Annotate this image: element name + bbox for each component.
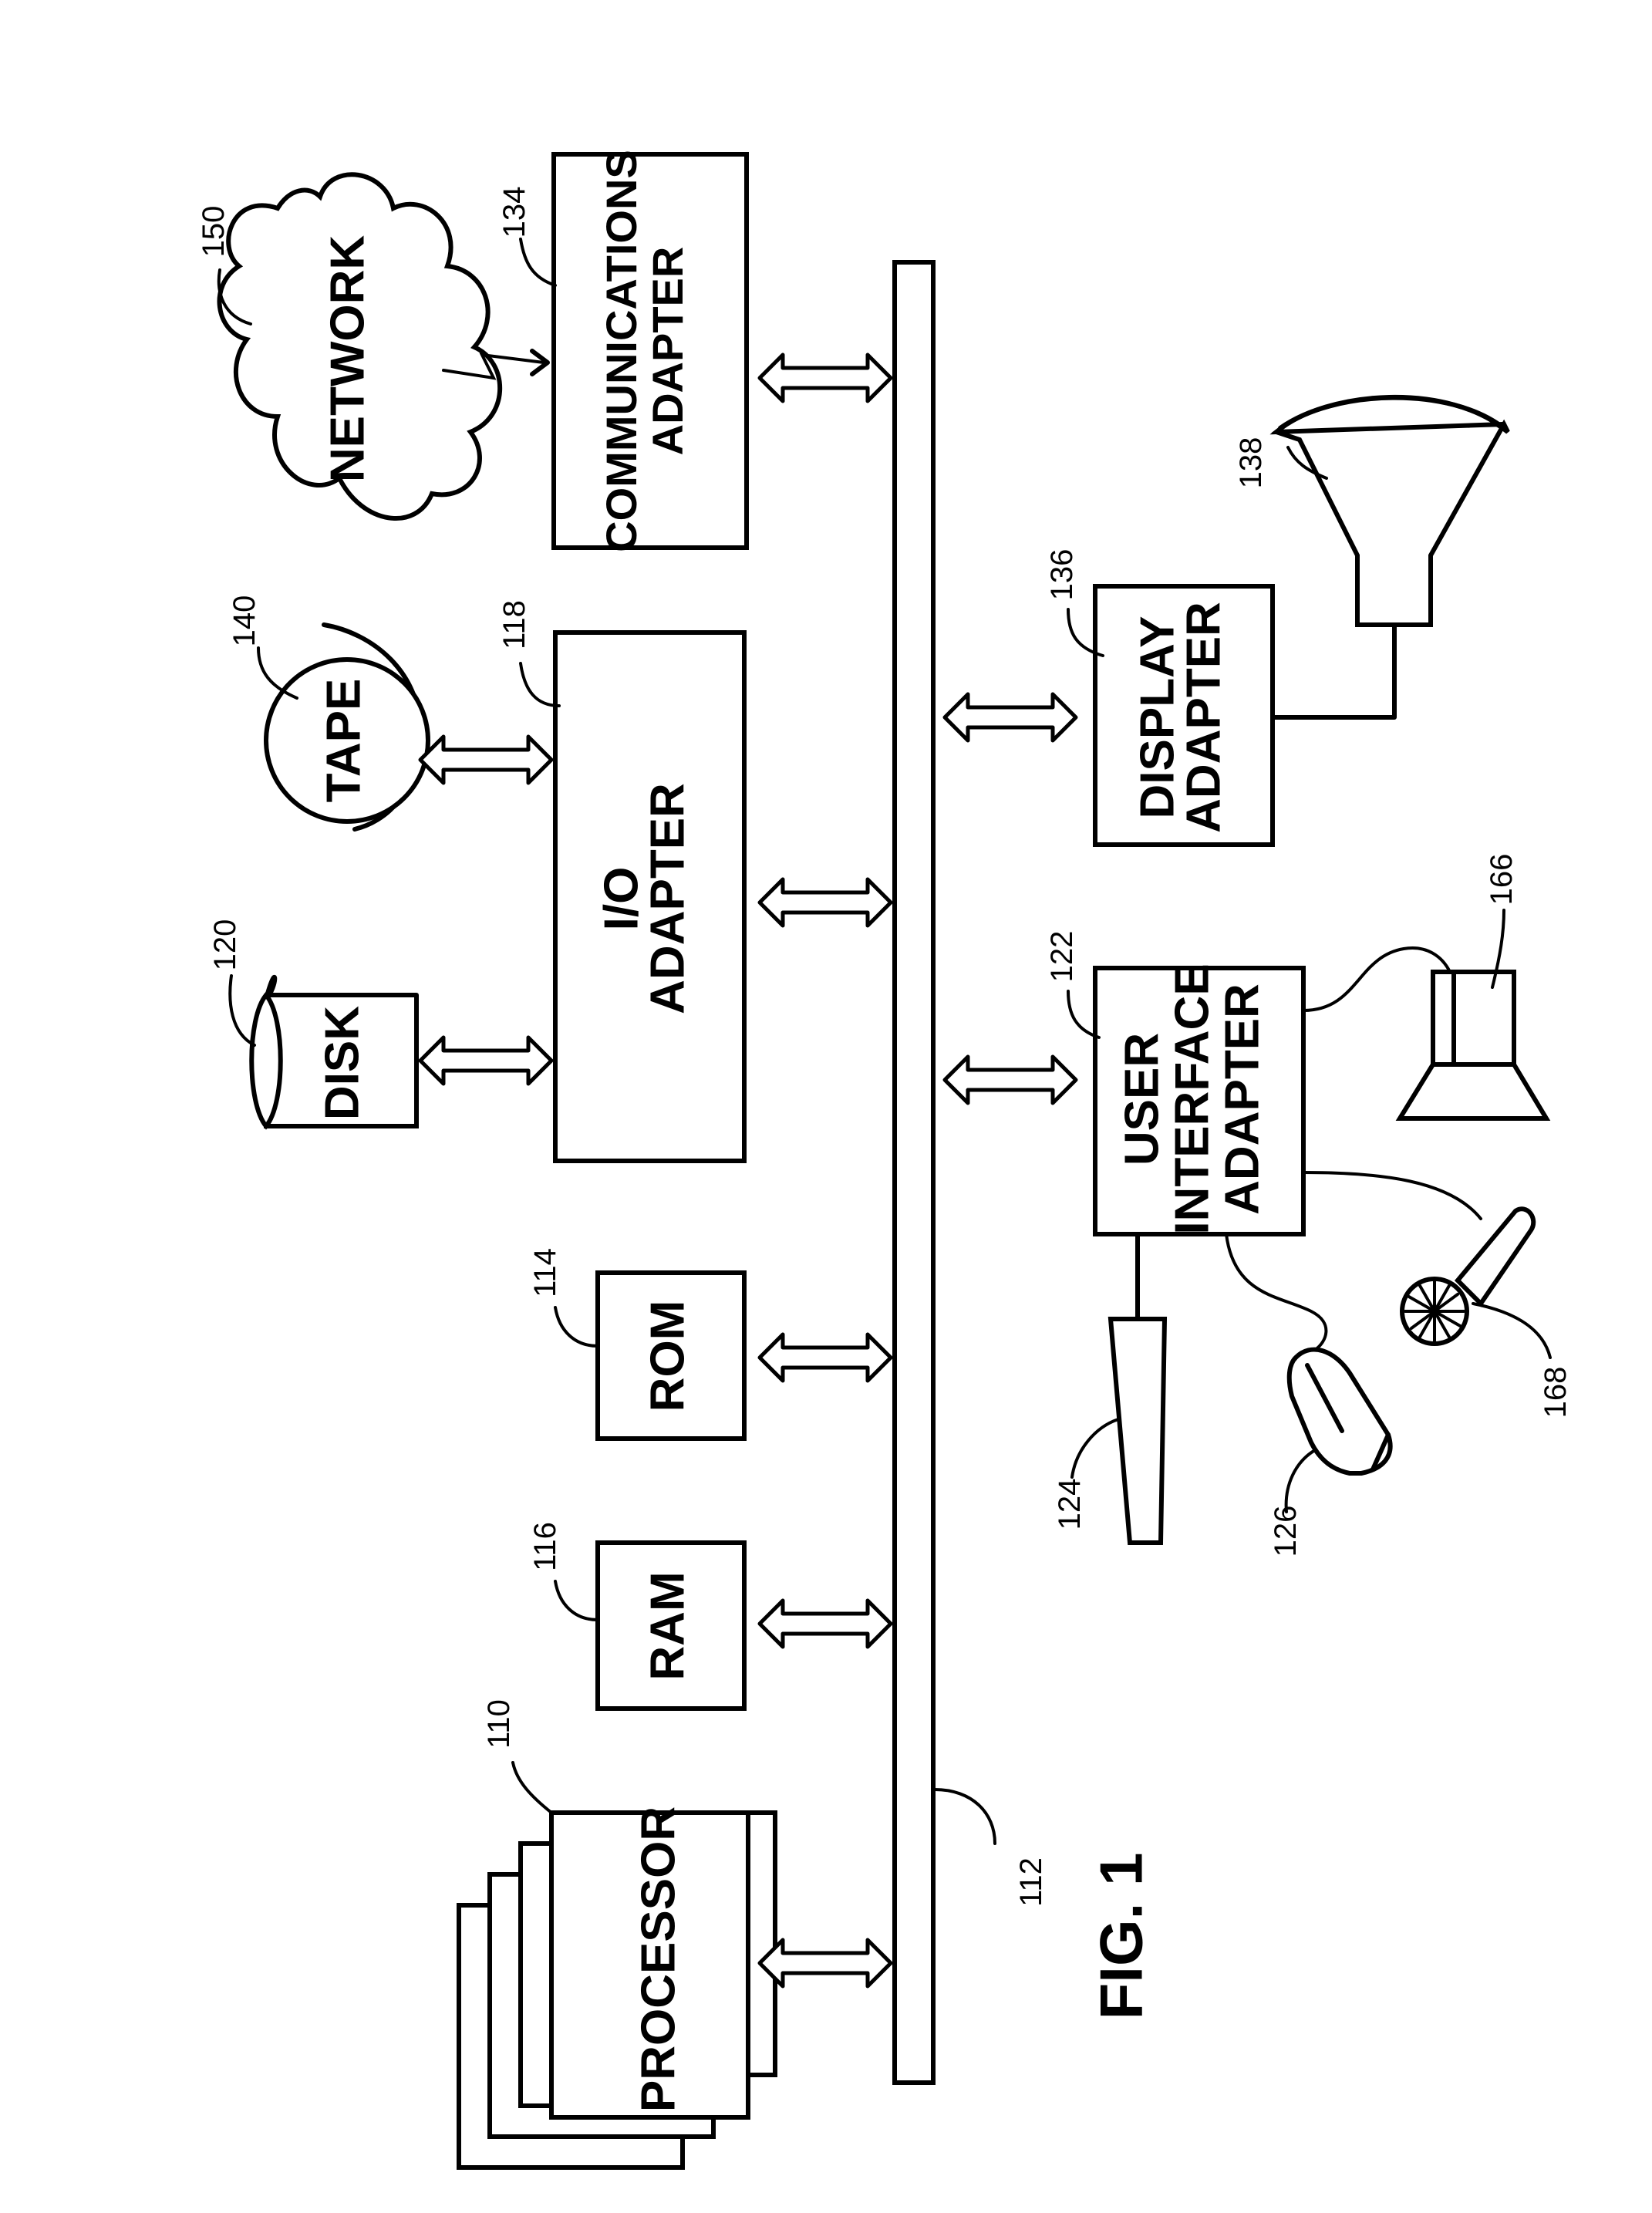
processor-stack: PROCESSOR [459,1806,775,2167]
io-adapter-line1: I/O [595,867,648,931]
display-adapter-bus-arrow [945,694,1076,740]
ram-block: RAM [598,1543,744,1709]
rom-label: ROM [641,1300,694,1412]
io-adapter-line2: ADAPTER [641,783,694,1014]
processor-bus-arrow [760,1940,891,1986]
display-adapter-line1: DISPLAY [1131,616,1184,818]
tape-icon: TAPE [266,625,428,829]
communications-adapter-block: COMMUNICATIONS ADAPTER [554,150,747,552]
display-monitor-icon [1273,397,1508,717]
display-adapter-line2: ADAPTER [1177,602,1230,833]
rom-block: ROM [598,1273,744,1439]
speaker-icon [1303,948,1546,1118]
rom-bus-arrow [760,1334,891,1381]
mouse-icon [1226,1234,1391,1473]
bus-ref: 112 [935,1790,1048,1907]
communications-adapter-line1: COMMUNICATIONS [597,150,646,552]
svg-text:134: 134 [497,187,531,238]
microphone-icon [1303,1172,1533,1344]
svg-text:120: 120 [208,919,242,971]
processor-label: PROCESSOR [632,1806,685,2112]
svg-text:112: 112 [1014,1857,1048,1907]
ram-ref: 116 [528,1522,598,1620]
user-interface-adapter-ref: 122 [1045,931,1099,1037]
tape-io-arrow [420,737,551,783]
display-adapter-block: DISPLAY ADAPTER [1095,586,1273,845]
ram-bus-arrow [760,1601,891,1647]
svg-text:166: 166 [1485,854,1519,906]
system-bus [895,262,933,2083]
network-label: NETWORK [321,235,374,483]
user-interface-adapter-block: USER INTERFACE ADAPTER [1095,963,1303,1234]
communications-adapter-bus-arrow [760,355,891,401]
io-adapter-block: I/O ADAPTER [555,633,744,1161]
processor-ref: 110 [482,1699,551,1813]
svg-text:114: 114 [528,1248,562,1297]
disk-icon: DISK [251,977,416,1126]
ram-label: RAM [641,1571,694,1680]
rom-ref: 114 [528,1248,598,1346]
svg-text:140: 140 [228,595,261,647]
svg-text:118: 118 [497,600,531,649]
svg-text:136: 136 [1045,549,1079,601]
svg-text:126: 126 [1269,1506,1303,1557]
keyboard-ref: 124 [1053,1419,1118,1530]
io-adapter-ref: 118 [497,600,559,706]
disk-ref: 120 [208,919,255,1045]
communications-adapter-line2: ADAPTER [643,247,692,456]
svg-text:168: 168 [1539,1367,1573,1419]
svg-text:110: 110 [482,1699,516,1749]
io-adapter-bus-arrow [760,879,891,926]
disk-label: DISK [315,1006,369,1120]
svg-text:150: 150 [197,206,231,258]
figure-label: FIG. 1 [1087,1853,1155,2020]
disk-io-arrow [420,1037,551,1084]
svg-text:124: 124 [1053,1479,1087,1530]
microphone-ref: 168 [1473,1304,1573,1418]
speaker-ref: 166 [1485,854,1519,987]
keyboard-icon [1111,1234,1165,1543]
communications-adapter-ref: 134 [497,187,555,285]
svg-text:122: 122 [1045,931,1079,983]
tape-label: TAPE [317,679,370,803]
ui-adapter-bus-arrow [945,1057,1076,1103]
tape-ref: 140 [228,595,297,698]
ui-adapter-line3: ADAPTER [1215,983,1269,1215]
svg-text:138: 138 [1234,437,1268,489]
mouse-ref: 126 [1269,1450,1315,1557]
ui-adapter-line2: INTERFACE [1165,963,1219,1234]
ui-adapter-line1: USER [1115,1033,1168,1166]
network-cloud-icon: NETWORK [220,174,501,518]
svg-text:116: 116 [528,1522,562,1571]
